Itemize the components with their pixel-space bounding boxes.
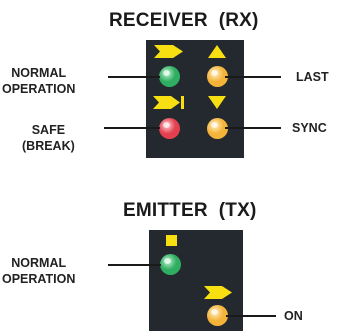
normal-operation-leader-line [108, 76, 160, 78]
sync-label: SYNC [292, 121, 327, 135]
normal-operation-label: NORMAL OPERATION [2, 66, 76, 96]
arrow-right-icon [154, 45, 183, 58]
emitter-title: EMITTER (TX) [123, 200, 257, 221]
safe-break-leader-line [104, 127, 160, 129]
square-icon [166, 235, 177, 246]
sync-led [207, 118, 228, 139]
triangle-up-icon [208, 45, 226, 58]
emitter-normal-operation-led [160, 254, 181, 275]
last-leader-line [225, 76, 281, 78]
normal-operation-led [159, 66, 180, 87]
arrow-right-bar-icon [153, 96, 184, 109]
safe-break-label: SAFE (BREAK) [22, 123, 75, 153]
triangle-down-icon [208, 96, 226, 109]
safe-break-led [159, 118, 180, 139]
emitter-normal-operation-leader-line [108, 264, 161, 266]
last-label: LAST [296, 70, 329, 84]
last-led [207, 66, 228, 87]
arrow-right-icon [204, 286, 232, 299]
receiver-title: RECEIVER (RX) [109, 10, 259, 31]
on-led [207, 305, 228, 326]
on-label: ON [284, 309, 303, 323]
on-leader-line [226, 315, 276, 317]
emitter-normal-operation-label: NORMAL OPERATION [2, 256, 76, 286]
sync-leader-line [225, 127, 281, 129]
